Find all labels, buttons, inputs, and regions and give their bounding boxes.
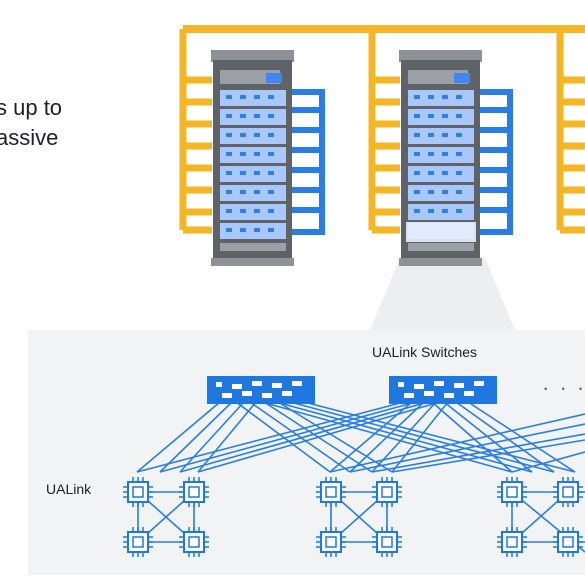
chip-icon xyxy=(316,477,346,507)
rack-group-1 xyxy=(179,29,325,235)
blue-right-bracket-1 xyxy=(292,89,325,235)
chip-icon xyxy=(553,477,583,507)
chip-cluster-1 xyxy=(123,477,209,557)
chip-icon xyxy=(179,477,209,507)
zoom-panel xyxy=(28,258,585,575)
chip-icon xyxy=(553,527,583,557)
chip-icon xyxy=(179,527,209,557)
network-switch-icon xyxy=(207,376,315,404)
chip-icon xyxy=(372,477,402,507)
orange-left-bracket-3 xyxy=(556,29,585,234)
rack-group-2 xyxy=(368,29,513,235)
server-rack-icon xyxy=(399,50,482,266)
orange-left-bracket-2 xyxy=(372,76,400,234)
server-rack-icon xyxy=(211,50,294,266)
zoom-beam xyxy=(370,258,515,330)
intro-text-line-1: s up to xyxy=(0,95,63,120)
top-bus xyxy=(183,25,585,33)
chip-cluster-3 xyxy=(497,477,585,557)
ualink-label: UALink xyxy=(46,481,92,497)
chip-icon xyxy=(372,527,402,557)
chip-icon xyxy=(123,527,153,557)
chip-icon xyxy=(497,527,527,557)
orange-left-bracket-1 xyxy=(179,29,212,234)
intro-text-line-2: assive xyxy=(0,125,59,150)
chip-icon xyxy=(497,477,527,507)
ualink-switches-label: UALink Switches xyxy=(372,344,478,360)
chip-cluster-2 xyxy=(316,477,402,557)
highlighted-tray xyxy=(406,222,476,242)
network-switch-icon xyxy=(389,376,497,404)
zoom-panel-bg xyxy=(28,330,585,575)
switch-ellipsis: · · · xyxy=(542,375,585,400)
chip-icon xyxy=(123,477,153,507)
chip-icon xyxy=(316,527,346,557)
blue-right-bracket-2 xyxy=(480,89,513,235)
ualink-mesh xyxy=(136,401,585,473)
